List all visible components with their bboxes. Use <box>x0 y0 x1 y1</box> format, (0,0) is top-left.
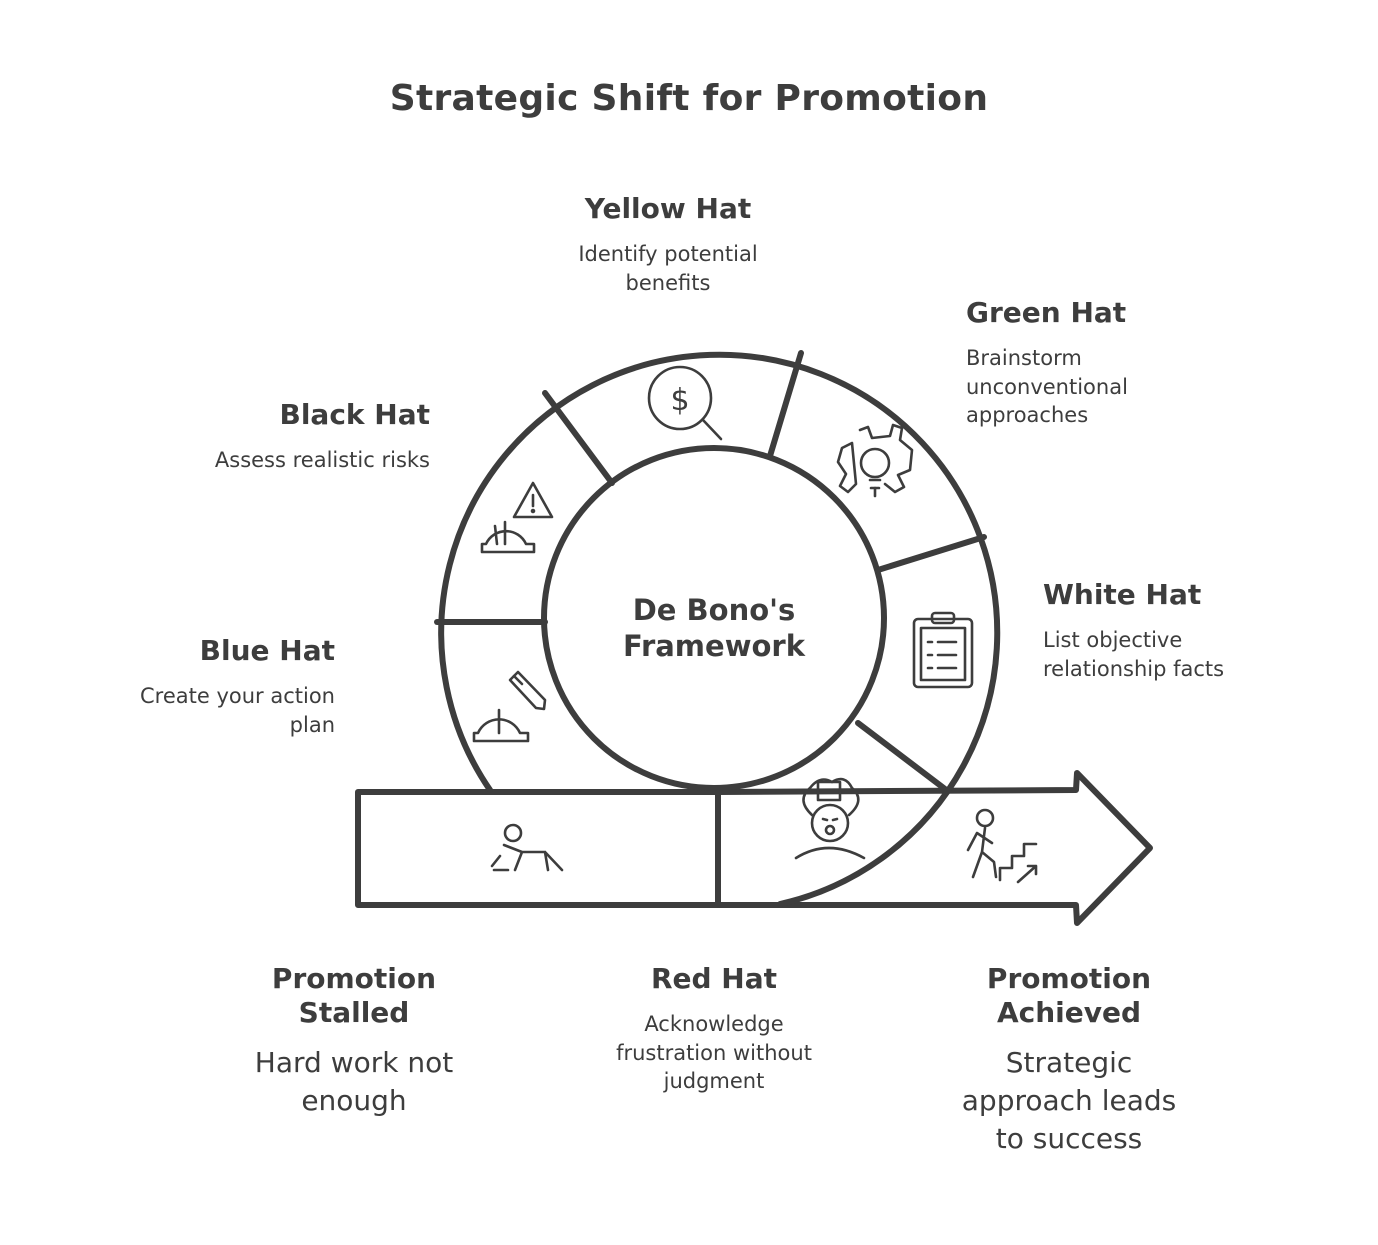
red-hat-title: Red Hat <box>650 962 778 995</box>
promotion-stalled-block: Promotion Stalled Hard work not enough <box>224 962 484 1120</box>
clipboard-list-icon <box>912 611 974 689</box>
black-hat-block: Black Hat Assess realistic risks <box>150 398 430 475</box>
black-hat-desc: Assess realistic risks <box>214 448 430 473</box>
white-hat-desc: List objective relationship facts <box>1043 628 1225 681</box>
black-hat-title: Black Hat <box>279 398 430 431</box>
red-hat-block: Red Hat Acknowledge frustration without … <box>594 962 834 1095</box>
green-hat-title: Green Hat <box>966 296 1127 329</box>
hardhat-warning-icon <box>480 481 554 554</box>
white-hat-title: White Hat <box>1043 578 1202 611</box>
yellow-hat-desc: Identify potential benefits <box>578 242 758 295</box>
blue-hat-desc: Create your action plan <box>140 684 335 737</box>
green-hat-block: Green Hat Brainstorm unconventional appr… <box>966 296 1166 429</box>
blue-hat-block: Blue Hat Create your action plan <box>100 634 335 739</box>
white-hat-block: White Hat List objective relationship fa… <box>1043 578 1263 683</box>
promotion-stalled-title: Promotion Stalled <box>271 962 437 1030</box>
yellow-hat-title: Yellow Hat <box>584 192 752 225</box>
promotion-achieved-title: Promotion Achieved <box>986 962 1152 1030</box>
segment-divider <box>855 720 948 792</box>
segment-divider <box>767 350 804 459</box>
progress-arrow <box>355 770 1153 926</box>
blue-hat-title: Blue Hat <box>199 634 335 667</box>
frustrated-face-icon <box>794 777 866 860</box>
segment-divider <box>875 534 987 573</box>
framework-circle <box>541 445 887 791</box>
hardhat-pencil-icon <box>472 670 547 743</box>
outer-ring <box>438 351 1001 907</box>
framework-center-label: De Bono's Framework <box>622 593 805 664</box>
promotion-achieved-block: Promotion Achieved Strategic approach le… <box>934 962 1204 1158</box>
diagram-title: Strategic Shift for Promotion <box>389 78 989 119</box>
green-hat-desc: Brainstorm unconventional approaches <box>966 346 1128 427</box>
red-hat-desc: Acknowledge frustration without judgment <box>616 1012 812 1093</box>
yellow-hat-block: Yellow Hat Identify potential benefits <box>528 192 808 297</box>
segment-divider <box>542 390 615 486</box>
svg-text:$: $ <box>670 383 689 418</box>
dollar-magnifier-icon: $ <box>647 365 723 441</box>
promotion-stalled-desc: Hard work not enough <box>254 1046 454 1118</box>
crawling-person-icon <box>490 823 564 872</box>
climbing-stairs-icon <box>966 808 1038 884</box>
promotion-achieved-desc: Strategic approach leads to success <box>961 1046 1177 1155</box>
gear-lightbulb-icon <box>836 423 914 498</box>
